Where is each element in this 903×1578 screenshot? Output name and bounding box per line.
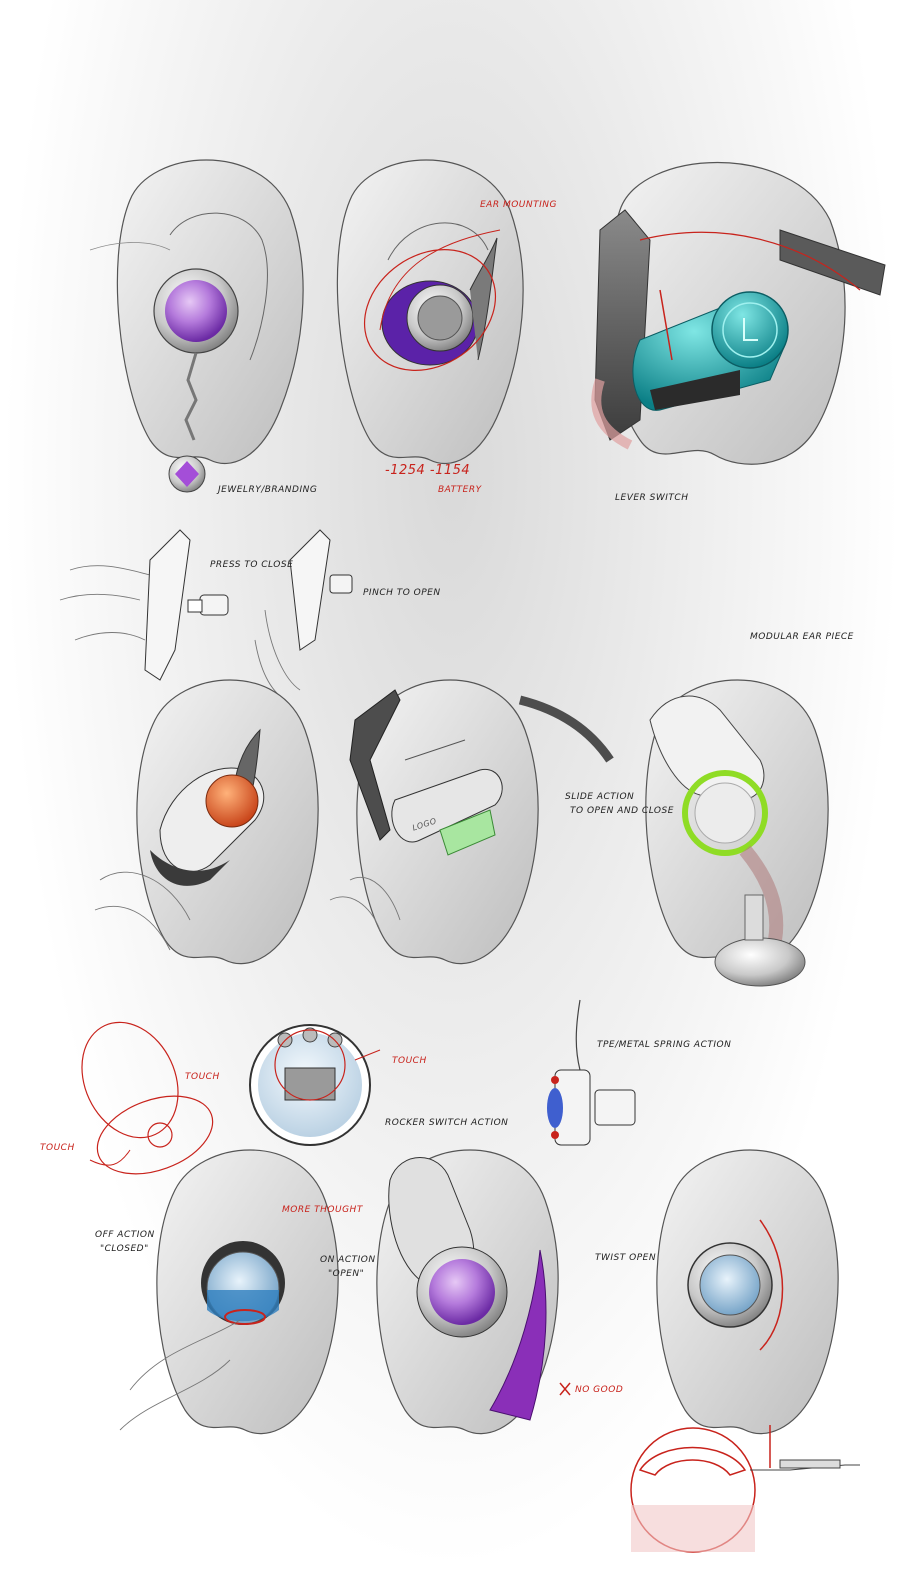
label-open: "Open"	[328, 1269, 365, 1279]
label-tpe-metal-spring: TPE/metal spring action	[597, 1040, 732, 1050]
hand-sketch-pinch-to-open	[254, 529, 353, 701]
label-on-action: On action	[320, 1255, 376, 1265]
label-to-open-and-close: to open and close	[570, 806, 674, 816]
cross-section-detail	[630, 1425, 860, 1553]
touch-device-closeup	[249, 1024, 381, 1146]
label-touch-2: Touch	[40, 1143, 75, 1153]
label-touch-3: Touch	[392, 1056, 427, 1066]
label-modular-ear-piece: Modular ear piece	[750, 632, 854, 642]
label-battery-sizes: -1254 -1154	[385, 463, 471, 478]
label-more-thought: More thought	[282, 1205, 363, 1215]
label-slide-action: Slide action	[565, 792, 635, 802]
ear-sketch-jewelry	[89, 159, 304, 493]
hand-sketch-press-to-close	[59, 529, 229, 681]
label-pinch-to-open: Pinch to open	[363, 588, 441, 598]
ear-sketch-rocker	[376, 1149, 571, 1435]
label-rocker-switch-action: Rocker switch action	[385, 1118, 509, 1128]
touch-diagram-sketch	[81, 1021, 214, 1175]
ear-sketch-lever-switch	[591, 161, 886, 465]
ear-sketch-mounting	[336, 159, 524, 464]
label-twist-open: Twist open	[595, 1253, 657, 1263]
label-no-good: No good	[575, 1385, 624, 1395]
label-ear-mounting: Ear mounting	[480, 200, 557, 210]
ear-sketch-twist-open	[656, 1149, 839, 1435]
ear-sketch-touch	[119, 1149, 339, 1435]
label-jewelry-branding: Jewelry/Branding	[218, 485, 318, 495]
label-off-action: Off action	[95, 1230, 155, 1240]
label-battery: Battery	[438, 485, 482, 495]
label-closed: "Closed"	[100, 1244, 149, 1254]
ear-sketch-orange	[94, 679, 319, 965]
label-touch-1: Touch	[185, 1072, 220, 1082]
label-lever-switch: Lever switch	[615, 493, 689, 503]
ear-sketch-modular	[645, 679, 829, 987]
spring-action-sketch	[547, 999, 636, 1146]
label-press-to-close: Press to close	[210, 560, 294, 570]
ear-sketch-slide-action	[329, 679, 614, 965]
